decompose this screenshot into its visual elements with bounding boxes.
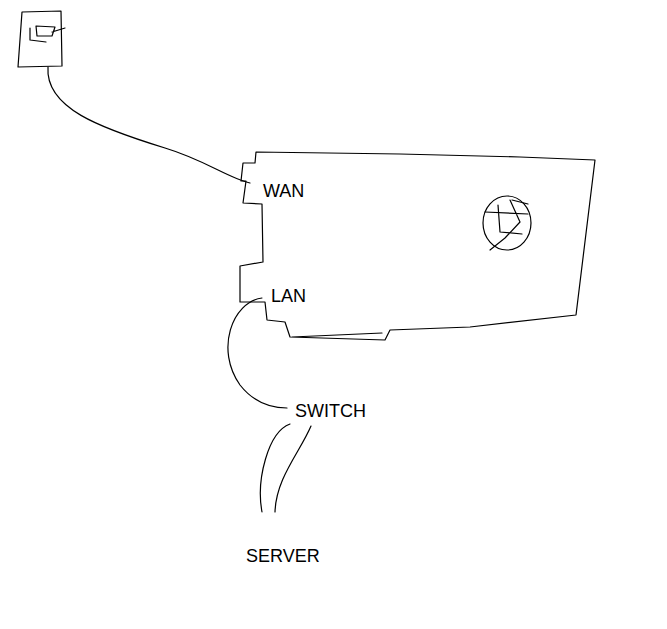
wall-jack-icon [18,11,62,67]
device-label: SERVER [245,546,321,566]
router-fan [483,196,531,250]
router-fan-blades [485,200,528,250]
lan-cable [228,298,287,408]
wan-cable [48,67,250,183]
port-label: LAN [270,286,307,306]
router-box: WAN LAN [236,148,600,344]
router-body [240,152,595,340]
port-label: WAN [262,181,305,201]
device-label: SWITCH [294,401,367,421]
server-cable [275,426,311,512]
router-outline [236,148,600,344]
server-cable [260,424,290,512]
wall-jack-detail [30,26,65,42]
